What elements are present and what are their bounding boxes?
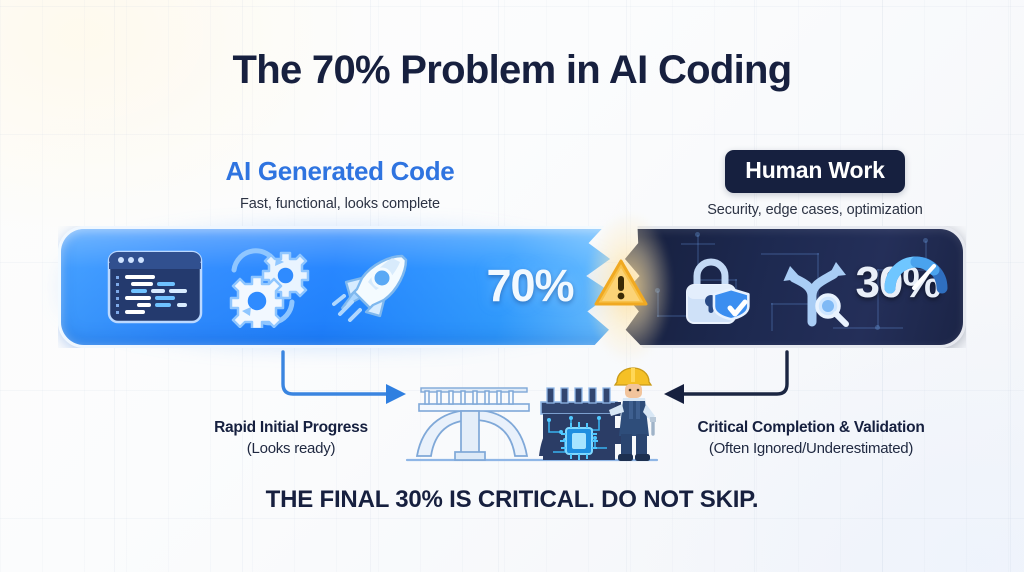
human-segment xyxy=(623,226,966,348)
code-window-icon xyxy=(107,250,203,324)
branching-arrows-magnifier-icon xyxy=(776,254,854,328)
gauge-icon xyxy=(884,248,948,294)
left-caption-subtitle: (Looks ready) xyxy=(246,439,336,457)
ai-percent-label: 70% xyxy=(486,260,574,311)
microchip-icon xyxy=(560,422,598,460)
right-caption-title: Critical Completion & Validation xyxy=(697,419,925,436)
human-panel-header: Human Work Security, edge cases, optimiz… xyxy=(620,150,1010,218)
page-title: The 70% Problem in AI Coding xyxy=(232,48,793,92)
ai-panel-header: AI Generated Code Fast, functional, look… xyxy=(117,156,563,212)
warning-triangle-icon xyxy=(594,258,648,308)
human-panel-subtitle: Security, edge cases, optimization xyxy=(707,202,923,218)
left-connector-arrow xyxy=(278,350,410,412)
human-panel-badge: Human Work xyxy=(725,150,905,193)
lock-shield-icon xyxy=(681,256,757,328)
footer-callout: THE FINAL 30% IS CRITICAL. DO NOT SKIP. xyxy=(265,486,759,513)
gears-icon xyxy=(218,246,310,331)
right-caption-subtitle: (Often Ignored/Underestimated) xyxy=(708,439,914,457)
left-caption-title: Rapid Initial Progress xyxy=(214,419,368,436)
right-caption: Critical Completion & Validation (Often … xyxy=(666,418,956,459)
construction-worker-icon xyxy=(609,367,656,461)
ai-panel-heading: AI Generated Code xyxy=(225,156,455,186)
right-connector-arrow xyxy=(660,350,792,412)
ai-panel-subtitle: Fast, functional, looks complete xyxy=(240,195,440,212)
rocket-icon xyxy=(330,248,414,328)
left-caption: Rapid Initial Progress (Looks ready) xyxy=(155,418,427,459)
unfinished-bridge-illustration xyxy=(403,360,661,468)
unfinished-circuit-span xyxy=(539,387,621,460)
finished-bridge-span xyxy=(415,387,530,461)
